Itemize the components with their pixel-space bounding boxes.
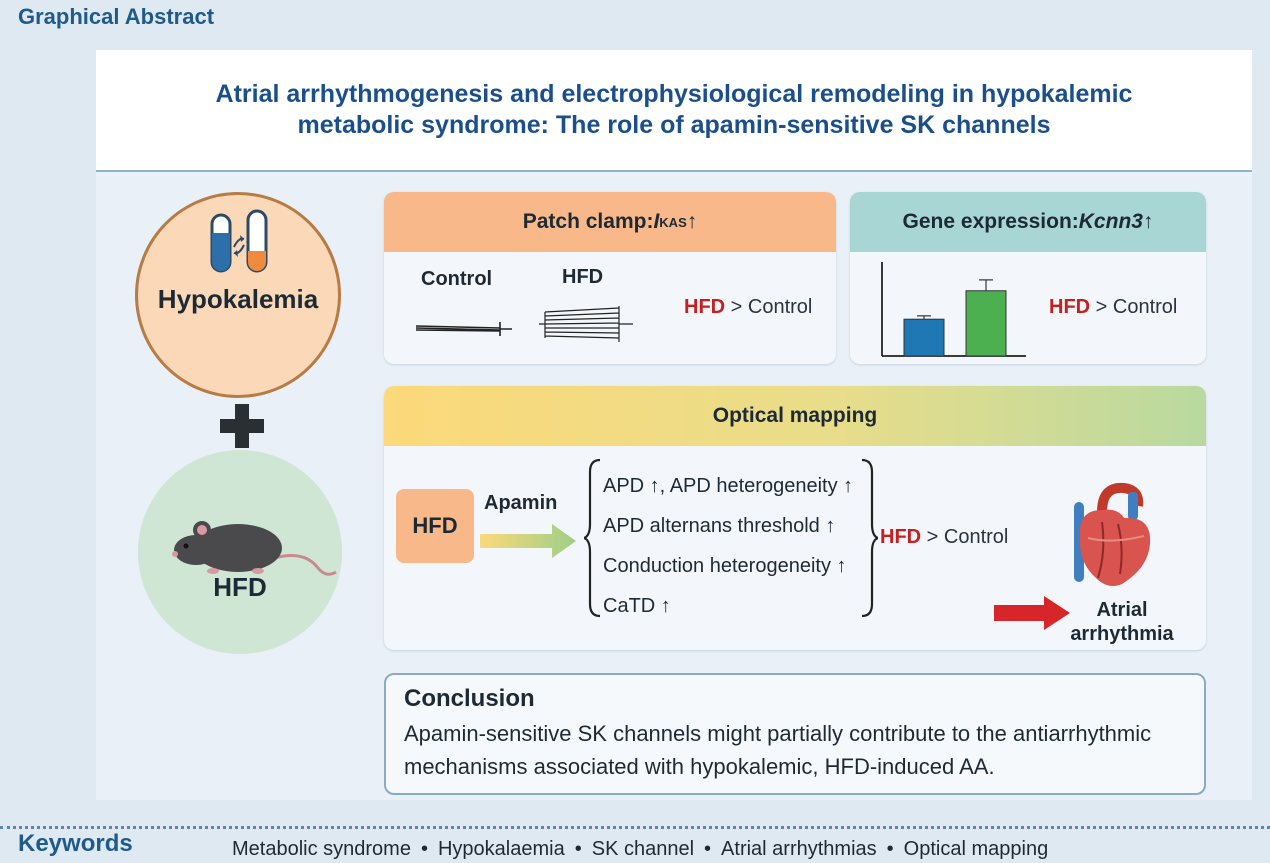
patch-clamp-arrow: ↑ (686, 210, 698, 233)
gene-expression-title: Gene expression: (902, 210, 1079, 233)
heart-icon (1074, 482, 1151, 586)
optical-comparison-hfd: HFD (880, 526, 922, 548)
test-tubes-icon (210, 209, 268, 273)
hypokalemia-circle: Hypokalemia (135, 192, 341, 398)
optical-mapping-header: Optical mapping (384, 386, 1206, 446)
patch-comparison-rest: > Control (725, 296, 813, 318)
current-symbol: I (653, 210, 660, 233)
gene-expression-header: Gene expression: Kcnn3 ↑ (850, 192, 1206, 252)
gene-expression-bar-chart (881, 262, 1026, 357)
gene-expression-card: Gene expression: Kcnn3 ↑ HFD > Control (850, 192, 1206, 364)
left-brace (584, 458, 601, 618)
keywords-title: Keywords (18, 830, 133, 857)
keyword-separator: • (886, 838, 894, 860)
conclusion-text: Apamin-sensitive SK channels might parti… (404, 721, 1152, 779)
effect-catd: CaTD ↑ (603, 595, 671, 617)
gene-expression-comparison: HFD > Control (1049, 296, 1177, 319)
keyword-item: Hypokalaemia (437, 838, 565, 860)
effect-apd-heterogeneity: APD ↑, APD heterogeneity ↑ (603, 475, 854, 497)
graphical-abstract-label: Graphical Abstract (18, 4, 215, 29)
hfd-label: HFD (213, 572, 267, 602)
effect-conduction-heterogeneity: Conduction heterogeneity ↑ (603, 555, 847, 577)
gene-comparison-hfd: HFD (1049, 296, 1091, 318)
title-line-1: Atrial arrhythmogenesis and electrophysi… (215, 80, 1133, 108)
apamin-arrow-icon (480, 524, 576, 558)
hfd-circle: HFD (138, 450, 342, 654)
atrial-arrhythmia-label: Atrial arrhythmia (1062, 598, 1182, 646)
keywords-list: Metabolic syndrome • Hypokalaemia • SK chann… (232, 838, 1048, 861)
hfd-trace (539, 306, 633, 342)
abstract-panel: Atrial arrhythmogenesis and electrophysi… (96, 50, 1252, 800)
current-subscript: KAS (659, 214, 687, 230)
optical-comparison-rest: > Control (921, 526, 1009, 548)
gene-arrow: ↑ (1142, 210, 1154, 233)
gene-comparison-rest: > Control (1090, 296, 1178, 318)
bar-2 (965, 290, 1007, 357)
optical-comparison: HFD > Control (880, 526, 1008, 549)
arrhythmia-arrow-icon (994, 596, 1070, 630)
conclusion-box: Conclusion Apamin-sensitive SK channels … (384, 673, 1206, 795)
hfd-trace-label: HFD (562, 266, 604, 288)
title-header: Atrial arrhythmogenesis and electrophysi… (96, 50, 1252, 172)
bar-1 (903, 318, 945, 357)
atrial-arrhythmia-line-2: arrhythmia (1070, 623, 1174, 645)
keyword-separator: • (704, 838, 712, 860)
patch-clamp-title: Patch clamp: (522, 210, 654, 233)
keyword-item: Metabolic syndrome (232, 838, 411, 860)
patch-clamp-comparison: HFD > Control (684, 296, 812, 319)
keyword-item: SK channel (591, 838, 695, 860)
keyword-separator: • (420, 838, 428, 860)
conclusion-title: Conclusion (404, 685, 535, 712)
keywords-divider (0, 826, 1270, 829)
keyword-item: Atrial arrhythmias (721, 838, 877, 860)
right-brace (861, 458, 878, 618)
optical-hfd-box: HFD (396, 489, 474, 563)
keyword-item: Optical mapping (903, 838, 1049, 860)
control-label: Control (421, 268, 493, 290)
atrial-arrhythmia-line-1: Atrial (1096, 599, 1148, 621)
gene-name: Kcnn3 (1078, 210, 1143, 233)
control-trace (415, 322, 512, 336)
apamin-label: Apamin (484, 492, 558, 514)
apd-effects-list: APD ↑, APD heterogeneity ↑ APD alternans… (603, 466, 853, 626)
optical-mapping-card: Optical mapping HFD Apamin APD ↑, APD he… (384, 386, 1206, 650)
title-line-2: metabolic syndrome: The role of apamin-s… (297, 111, 1051, 139)
patch-comparison-hfd: HFD (684, 296, 726, 318)
mouse-icon (172, 521, 337, 576)
keyword-separator: • (574, 838, 582, 860)
effect-alternans-threshold: APD alternans threshold ↑ (603, 515, 836, 537)
plus-icon (220, 404, 264, 448)
hypokalemia-label: Hypokalemia (157, 284, 319, 314)
